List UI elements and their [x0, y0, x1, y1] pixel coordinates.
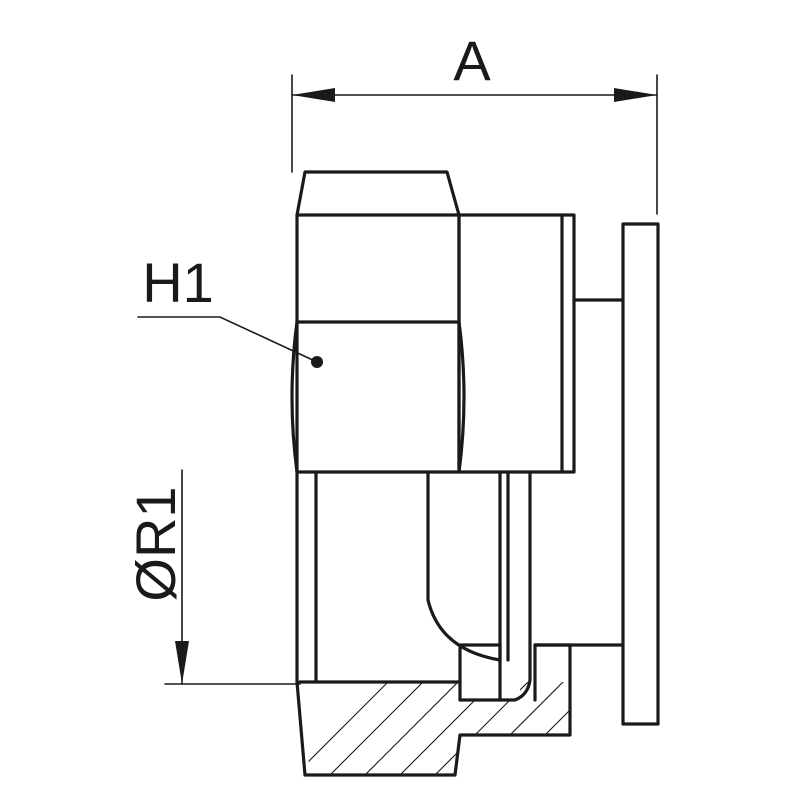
- section-hatching: [300, 682, 570, 775]
- flange-outline: [621, 222, 660, 726]
- hex-label: H1: [142, 251, 214, 314]
- hex-face-curve-left: [290, 320, 299, 474]
- dimension-a-label: A: [453, 29, 491, 92]
- body-collar: [457, 213, 576, 474]
- bore-diameter-dimension: ØR1: [124, 469, 301, 685]
- dimension-a: A: [291, 29, 658, 215]
- hex-callout: H1: [137, 251, 323, 368]
- arrowhead-down-icon: [175, 641, 189, 684]
- hex-leader-line: [137, 316, 318, 363]
- arrowhead-left-icon: [292, 88, 335, 102]
- seat-step: [533, 643, 572, 684]
- stem-and-flange: [533, 222, 660, 726]
- section-outer-outline: [295, 470, 572, 777]
- leader-dot-icon: [311, 356, 323, 368]
- arrowhead-right-icon: [614, 88, 657, 102]
- collar-outline: [457, 213, 576, 474]
- inner-sleeve-curve: [426, 470, 502, 662]
- seat-sleeve: [498, 470, 532, 702]
- bore-diameter-label: ØR1: [124, 486, 187, 601]
- hex-nut: [290, 170, 466, 474]
- hex-face-curve-right: [457, 320, 466, 474]
- cross-section: [295, 470, 572, 777]
- seat-ring: [458, 643, 502, 702]
